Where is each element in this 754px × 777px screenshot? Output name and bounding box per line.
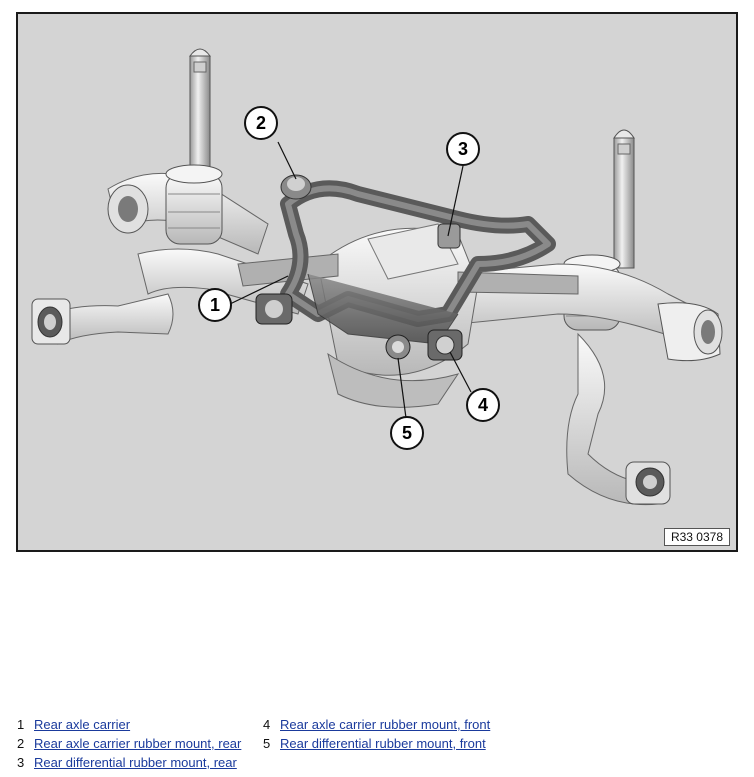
differential-mount-rear <box>437 223 461 249</box>
legend-item-2: 2 Rear axle carrier rubber mount, rear <box>17 735 241 753</box>
legend-number: 4 <box>263 717 271 732</box>
legend-link-carrier-mount-front[interactable]: Rear axle carrier rubber mount, front <box>280 717 491 732</box>
callout-1: 1 <box>198 288 232 322</box>
carrier-mount-left <box>255 293 293 325</box>
callout-5: 5 <box>390 416 424 450</box>
legend-number: 1 <box>17 717 25 732</box>
left-shock-absorber <box>189 48 211 177</box>
carrier-mount-rear <box>280 174 312 200</box>
legend-number: 5 <box>263 736 271 751</box>
figure-code: R33 0378 <box>663 528 730 546</box>
legend-link-differential-mount-front[interactable]: Rear differential rubber mount, front <box>280 736 486 751</box>
legend-item-5: 5 Rear differential rubber mount, front <box>263 735 486 753</box>
callout-2: 2 <box>244 106 278 140</box>
right-control-arm <box>447 263 709 506</box>
left-spring <box>165 164 223 245</box>
right-wheel-hub <box>657 302 723 362</box>
rear-axle-illustration: 2 3 1 4 5 R33 0378 <box>16 12 738 552</box>
callout-3: 3 <box>446 132 480 166</box>
legend-item-1: 1 Rear axle carrier <box>17 716 130 734</box>
right-shock-absorber <box>613 129 635 269</box>
legend-number: 3 <box>17 755 25 770</box>
rear-axle-drawing <box>31 48 723 506</box>
leader-lines <box>229 141 472 419</box>
carrier-mount-front <box>427 329 463 361</box>
legend-link-carrier-mount-rear[interactable]: Rear axle carrier rubber mount, rear <box>34 736 242 751</box>
differential-mount-front <box>385 334 411 360</box>
callout-4: 4 <box>466 388 500 422</box>
legend-item-4: 4 Rear axle carrier rubber mount, front <box>263 716 490 734</box>
legend-item-3: 3 Rear differential rubber mount, rear <box>17 754 237 772</box>
legend-link-differential-mount-rear[interactable]: Rear differential rubber mount, rear <box>34 755 237 770</box>
legend-number: 2 <box>17 736 25 751</box>
legend-link-rear-axle-carrier[interactable]: Rear axle carrier <box>34 717 131 732</box>
rear-axle-carrier <box>280 180 556 345</box>
